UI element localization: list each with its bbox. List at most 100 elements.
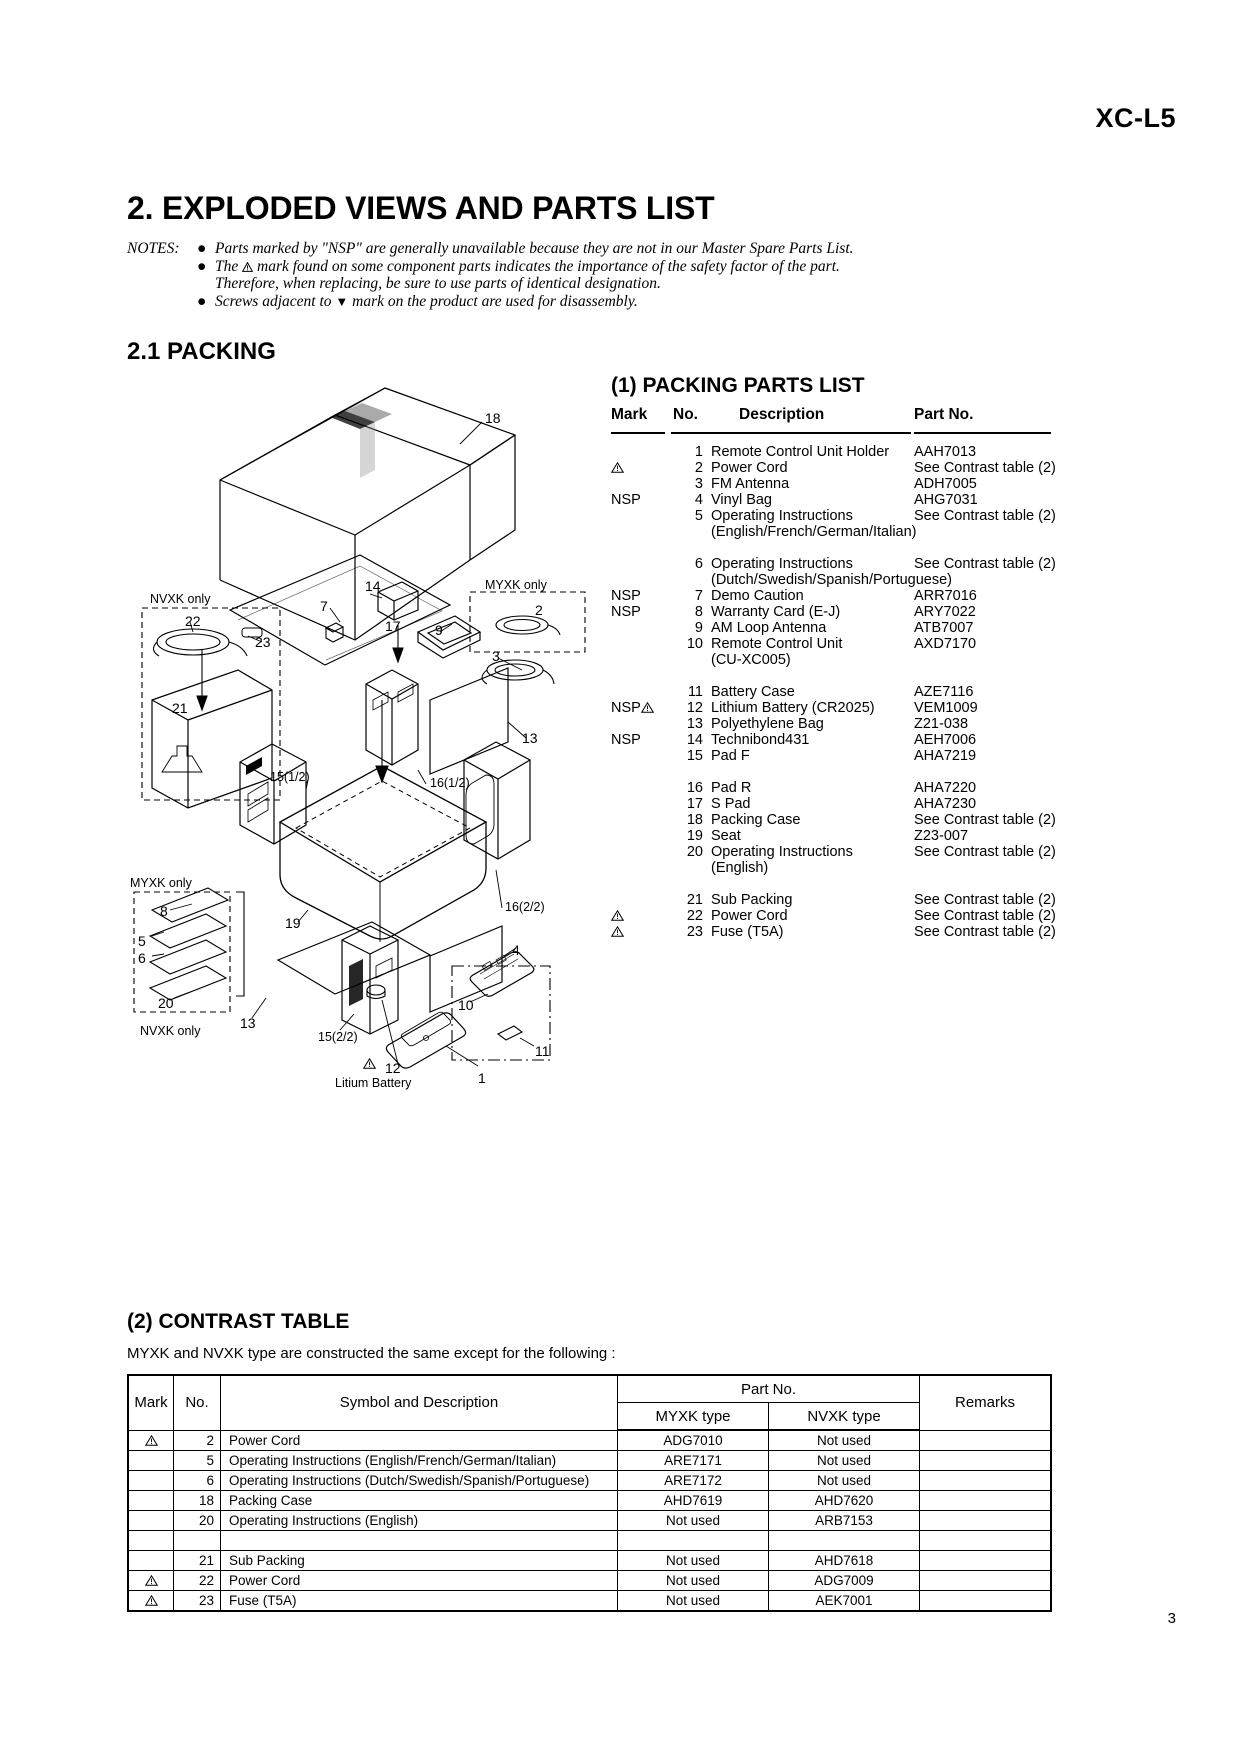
diagram-callout-c5: 5 bbox=[138, 933, 146, 949]
diagram-callout-c6: 6 bbox=[138, 950, 146, 966]
model-number: XC-L5 bbox=[1095, 103, 1176, 133]
column-header-description: Description bbox=[739, 406, 825, 423]
cell-no: 1 bbox=[694, 444, 703, 460]
cell-remarks bbox=[919, 1450, 1052, 1471]
diagram-callout-c12: 12 bbox=[385, 1060, 401, 1076]
diagram-callout-c7: 7 bbox=[320, 598, 328, 614]
cell-nvxk bbox=[768, 1530, 920, 1551]
cell-myxk: ARE7172 bbox=[617, 1470, 769, 1491]
cell-description: Power Cord bbox=[220, 1570, 618, 1591]
ct-col-remarks: Remarks bbox=[919, 1374, 1052, 1431]
cell-no: 17 bbox=[686, 796, 703, 812]
cell-myxk: AHD7619 bbox=[617, 1490, 769, 1511]
cell-mark bbox=[127, 1429, 174, 1451]
cell-description: FM Antenna bbox=[711, 476, 790, 492]
diagram-callout-c2: 2 bbox=[535, 602, 543, 618]
cell-description: Pad R bbox=[711, 780, 752, 796]
diagram-callout-c14: 14 bbox=[365, 578, 381, 594]
page-title: 2. EXPLODED VIEWS AND PARTS LIST bbox=[127, 190, 715, 226]
cell-part-no: AEH7006 bbox=[914, 732, 977, 748]
packing-parts-list-title: (1) PACKING PARTS LIST bbox=[611, 374, 865, 397]
cell-description: Battery Case bbox=[711, 684, 795, 700]
packing-parts-list-header: Mark No. Description Part No. bbox=[611, 406, 1051, 432]
cell-part-no: VEM1009 bbox=[914, 700, 978, 716]
section-heading: 2.1 PACKING bbox=[127, 338, 276, 365]
ct-col-part-no: Part No. bbox=[617, 1374, 920, 1403]
row-spacer bbox=[611, 764, 1051, 780]
cell-no: 11 bbox=[687, 684, 703, 700]
cell-mark bbox=[610, 924, 675, 940]
exploded-view-svg bbox=[133, 387, 586, 1069]
cell-description: Operating Instructions bbox=[711, 508, 853, 524]
parts-list-row-continuation: (English) bbox=[611, 860, 1051, 876]
cell-mark: NSP bbox=[611, 700, 675, 716]
contrast-table: Mark No. Symbol and Description Part No.… bbox=[127, 1374, 1052, 1612]
cell-part-no: ARR7016 bbox=[914, 588, 977, 604]
cell-no: 22 bbox=[686, 908, 703, 924]
cell-description-continuation: (English/French/German/Italian) bbox=[711, 524, 917, 540]
cell-no: 21 bbox=[173, 1550, 221, 1571]
cell-mark: NSP bbox=[611, 604, 641, 620]
note-3-pre: Screws adjacent to bbox=[215, 292, 336, 310]
cell-no: 7 bbox=[694, 588, 703, 604]
cell-mark bbox=[127, 1470, 174, 1491]
cell-nvxk: ARB7153 bbox=[768, 1510, 920, 1531]
diagram-callout-c3: 3 bbox=[492, 648, 500, 664]
diagram-callout-c19: 19 bbox=[285, 915, 301, 931]
ct-col-symbol-description: Symbol and Description bbox=[220, 1374, 618, 1431]
cell-no: 4 bbox=[694, 492, 703, 508]
diagram-callout-c20: 20 bbox=[158, 995, 174, 1011]
cell-no: 16 bbox=[686, 780, 703, 796]
cell-description-continuation: (English) bbox=[711, 860, 769, 876]
cell-description: Demo Caution bbox=[711, 588, 804, 604]
note-3-post: mark on the product are used for disasse… bbox=[348, 292, 638, 310]
cell-remarks bbox=[919, 1550, 1052, 1571]
column-header-part-no: Part No. bbox=[914, 406, 974, 423]
cell-part-no: See Contrast table (2) bbox=[914, 924, 1056, 940]
note-item-3: ● Screws adjacent to ▼ mark on the produ… bbox=[197, 293, 1017, 311]
parts-list-row-continuation: (CU-XC005) bbox=[611, 652, 1051, 668]
cell-mark bbox=[610, 908, 675, 924]
cell-remarks bbox=[919, 1490, 1052, 1511]
cell-no: 21 bbox=[686, 892, 703, 908]
cell-mark bbox=[127, 1530, 174, 1551]
cell-no: 5 bbox=[694, 508, 703, 524]
note-item-1: ● Parts marked by "NSP" are generally un… bbox=[197, 240, 1017, 258]
cell-remarks bbox=[919, 1590, 1052, 1612]
cell-description bbox=[220, 1530, 618, 1551]
cell-mark bbox=[127, 1550, 174, 1571]
cell-description: Packing Case bbox=[220, 1490, 618, 1511]
diagram-callout-c16a: 16(1/2) bbox=[430, 776, 470, 790]
cell-description-continuation: (Dutch/Swedish/Spanish/Portuguese) bbox=[711, 572, 952, 588]
ct-col-myxk: MYXK type bbox=[617, 1402, 769, 1431]
cell-no: 23 bbox=[686, 924, 703, 940]
bullet-icon: ● bbox=[197, 292, 207, 310]
cell-nvxk: AHD7620 bbox=[768, 1490, 920, 1511]
diagram-callout-c15b: 15(2/2) bbox=[318, 1030, 358, 1044]
cell-description: Pad F bbox=[711, 748, 750, 764]
cell-description: Power Cord bbox=[711, 460, 788, 476]
column-header-no: No. bbox=[673, 406, 698, 423]
cell-description-continuation: (CU-XC005) bbox=[711, 652, 791, 668]
cell-part-no: AHA7220 bbox=[914, 780, 977, 796]
